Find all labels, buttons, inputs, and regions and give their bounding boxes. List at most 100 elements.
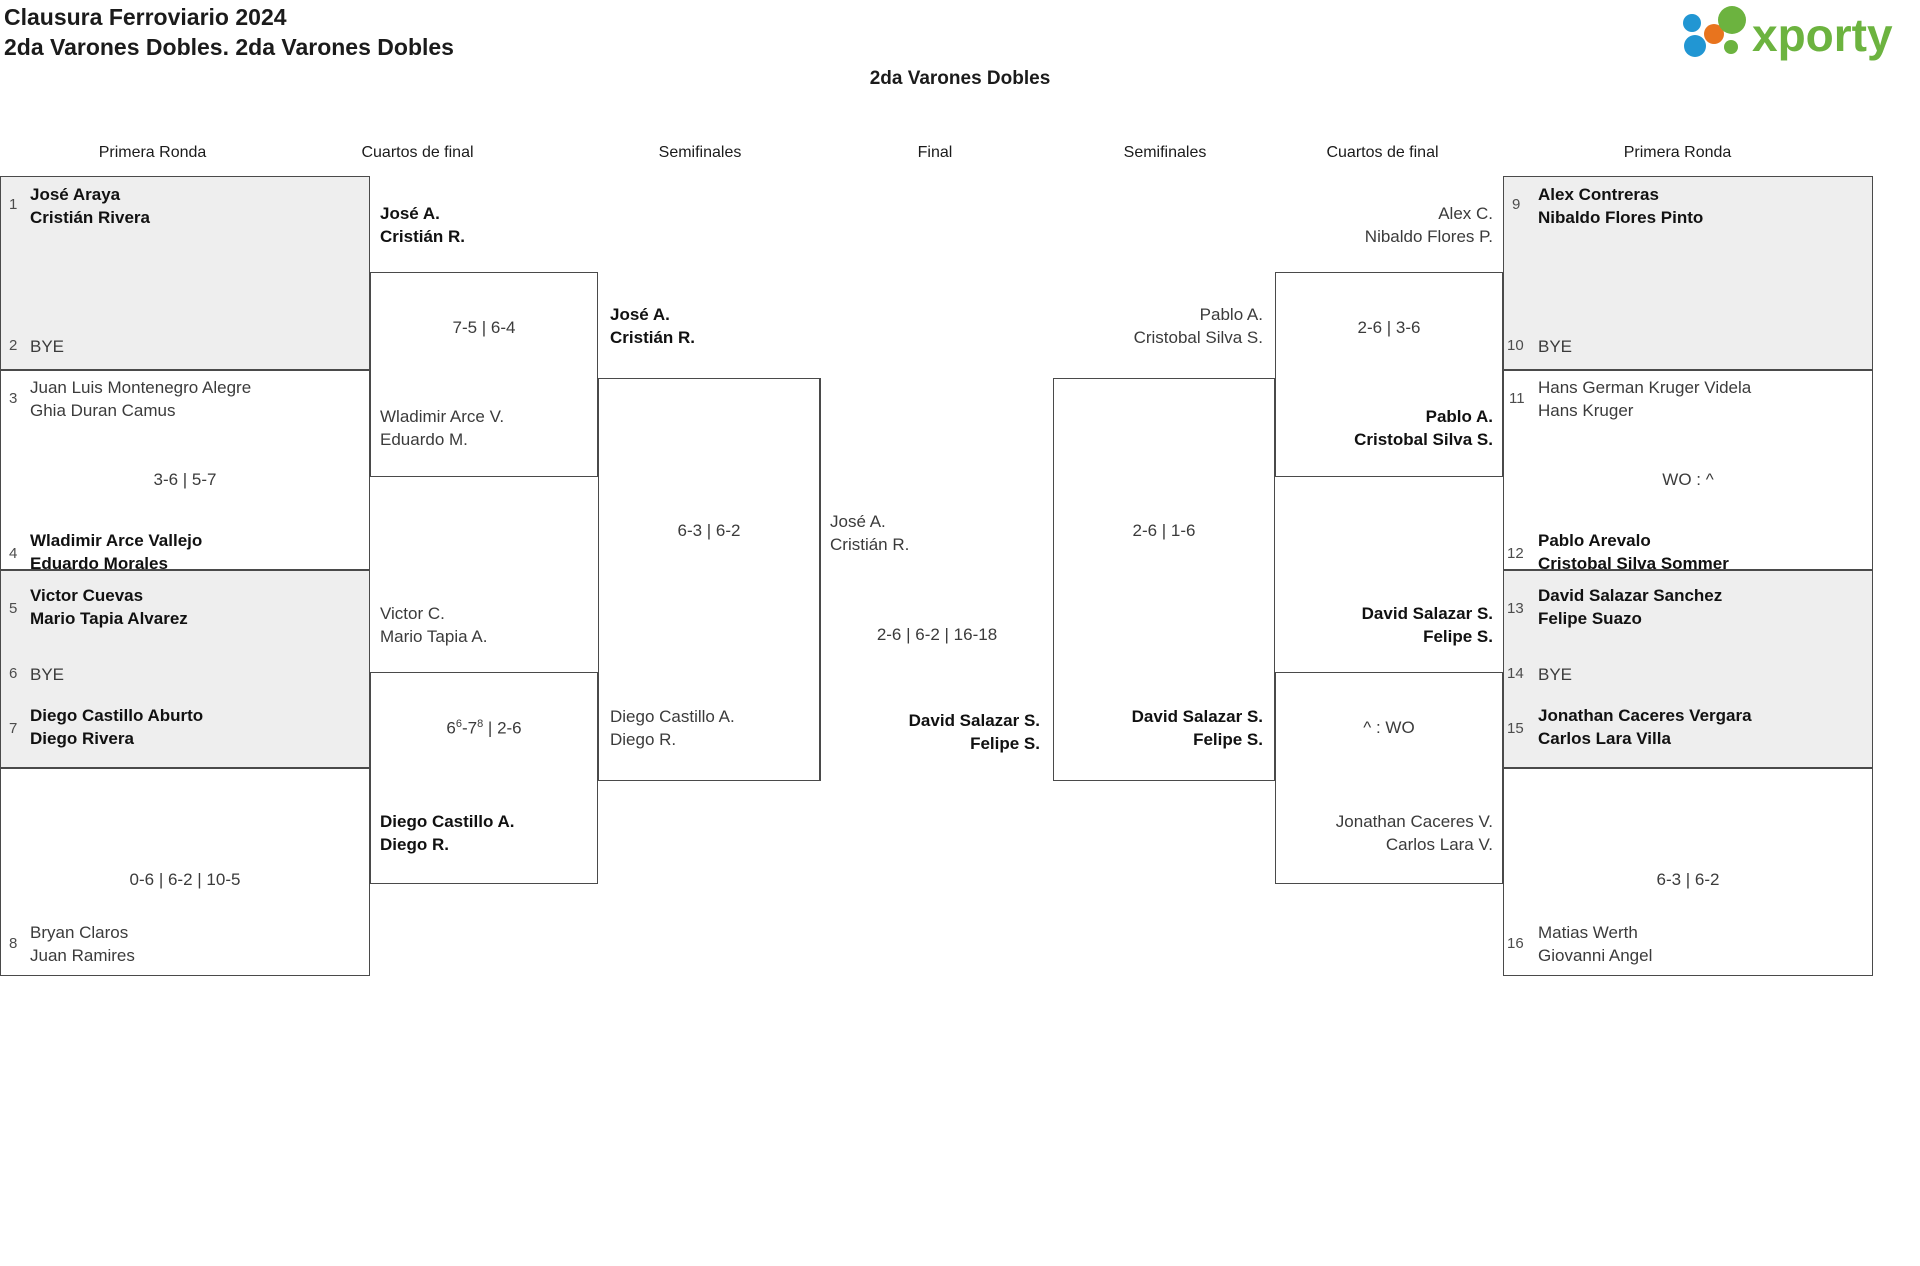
r1-left-3-p2: Ghia Duran Camus	[30, 401, 176, 420]
r1-right-9-p2: Nibaldo Flores Pinto	[1538, 208, 1704, 227]
seed-4: 4	[9, 545, 18, 562]
sf-left-top-p2: Cristián R.	[610, 328, 696, 347]
qf-left-2-bottom-p2: Diego R.	[380, 835, 449, 854]
r1-left-1-p2: Cristián Rivera	[30, 208, 150, 227]
r1-right-16-p1: Matias Werth	[1538, 923, 1638, 942]
seed-15: 15	[1507, 720, 1524, 737]
qf-left-2-score-mid: -7	[461, 718, 478, 738]
seed-1: 1	[9, 196, 18, 213]
r1-right-match-4[interactable]	[1503, 768, 1873, 976]
qf-right-match-2[interactable]	[1275, 672, 1503, 884]
final-right-p2: Felipe S.	[970, 734, 1040, 753]
r1-right-12-p1: Pablo Arevalo	[1538, 531, 1651, 550]
seed-12: 12	[1507, 545, 1524, 562]
r1-right-15-p2: Carlos Lara Villa	[1538, 729, 1671, 748]
tournament-header: Clausura Ferroviario 2024 2da Varones Do…	[4, 2, 454, 62]
qf-right-1-score: 2-6 | 3-6	[1357, 318, 1421, 337]
r1-right-12-p2: Cristobal Silva Sommer	[1538, 554, 1729, 573]
r1-left-4-p1: Wladimir Arce Vallejo	[30, 531, 203, 550]
r1-right-match-2[interactable]	[1503, 370, 1873, 570]
seed-16: 16	[1507, 935, 1524, 952]
r1-right-10-p1: BYE	[1538, 337, 1573, 356]
final-left-p1: José A.	[830, 512, 886, 531]
qf-left-1-top-p1: José A.	[380, 204, 440, 223]
r1-left-7-p1: Diego Castillo Aburto	[30, 706, 204, 725]
qf-right-2-bottom-p1: Jonathan Caceres V.	[1335, 812, 1493, 831]
final-left-connector	[820, 378, 821, 781]
seed-6: 6	[9, 665, 18, 682]
r1-left-score-7-8: 0-6 | 6-2 | 10-5	[129, 870, 241, 889]
seed-14: 14	[1507, 665, 1524, 682]
round-header-sf-left: Semifinales	[658, 144, 742, 161]
qf-left-2-top-p1: Victor C.	[380, 604, 445, 623]
qf-right-match-1[interactable]	[1275, 272, 1503, 477]
r1-right-11-p2: Hans Kruger	[1538, 401, 1634, 420]
qf-left-2-score-pre: 6	[446, 718, 456, 738]
qf-left-2-score: 66-78 | 2-6	[370, 718, 598, 739]
r1-left-4-p2: Eduardo Morales	[30, 554, 168, 573]
r1-right-9-p1: Alex Contreras	[1538, 185, 1659, 204]
tournament-title-line1: Clausura Ferroviario 2024	[4, 4, 287, 30]
r1-right-13-p1: David Salazar Sanchez	[1538, 586, 1723, 605]
sf-left-match[interactable]	[598, 378, 820, 781]
r1-right-11-p1: Hans German Kruger Videla	[1538, 378, 1752, 397]
sf-right-top-p1: Pablo A.	[1199, 305, 1263, 324]
r1-right-13-p2: Felipe Suazo	[1538, 609, 1642, 628]
round-header-r1-left: Primera Ronda	[98, 144, 207, 161]
final-right-p1: David Salazar S.	[908, 711, 1040, 730]
final-score: 2-6 | 6-2 | 16-18	[876, 625, 998, 644]
r1-right-match-1[interactable]	[1503, 176, 1873, 370]
r1-left-match-1[interactable]	[0, 176, 370, 370]
qf-right-2-score: ^ : WO	[1363, 718, 1415, 737]
sf-left-score: 6-3 | 6-2	[677, 521, 741, 540]
seed-8: 8	[9, 935, 18, 952]
qf-left-1-score: 7-5 | 6-4	[452, 318, 516, 337]
qf-right-2-top-p1: David Salazar S.	[1361, 604, 1493, 623]
tournament-title-line2: 2da Varones Dobles. 2da Varones Dobles	[4, 34, 454, 60]
qf-left-match-1[interactable]	[370, 272, 598, 477]
seed-7: 7	[9, 720, 18, 737]
qf-left-2-bottom-p1: Diego Castillo A.	[380, 812, 515, 831]
seed-9: 9	[1512, 196, 1521, 213]
sf-left-top-p1: José A.	[610, 305, 670, 324]
svg-text:xporty: xporty	[1752, 9, 1893, 61]
sf-right-match[interactable]	[1053, 378, 1275, 781]
sf-right-top-p2: Cristobal Silva S.	[1133, 328, 1263, 347]
qf-right-2-top-p2: Felipe S.	[1423, 627, 1493, 646]
xporty-logo-svg: xporty	[1683, 6, 1893, 61]
r1-left-7-p2: Diego Rivera	[30, 729, 134, 748]
xporty-logo[interactable]: xporty	[1678, 6, 1908, 62]
qf-right-2-bottom-p2: Carlos Lara V.	[1385, 835, 1493, 854]
round-header-sf-right: Semifinales	[1123, 144, 1207, 161]
r1-left-match-3[interactable]	[0, 570, 370, 768]
r1-left-match-4[interactable]	[0, 768, 370, 976]
sf-right-bottom-p2: Felipe S.	[1193, 730, 1263, 749]
seed-3: 3	[9, 390, 18, 407]
r1-left-5-p2: Mario Tapia Alvarez	[30, 609, 188, 628]
sf-left-bottom-p1: Diego Castillo A.	[610, 707, 735, 726]
qf-left-2-score-sup1: 6	[455, 718, 462, 730]
sf-left-bottom-p2: Diego R.	[610, 730, 677, 749]
qf-left-1-bottom-p2: Eduardo M.	[380, 430, 468, 449]
qf-left-match-2[interactable]	[370, 672, 598, 884]
qf-right-1-top-p2: Nibaldo Flores P.	[1364, 227, 1493, 246]
r1-left-match-2[interactable]	[0, 370, 370, 570]
r1-right-score-15-16: 6-3 | 6-2	[1656, 870, 1720, 889]
qf-right-1-top-p1: Alex C.	[1438, 204, 1493, 223]
category-title: 2da Varones Dobles	[869, 68, 1051, 89]
qf-left-1-bottom-p1: Wladimir Arce V.	[380, 407, 505, 426]
r1-left-8-p2: Juan Ramires	[30, 946, 135, 965]
qf-left-1-top-p2: Cristián R.	[380, 227, 466, 246]
seed-2: 2	[9, 337, 18, 354]
final-left-p2: Cristián R.	[830, 535, 910, 554]
round-header-qf-left: Cuartos de final	[361, 144, 474, 161]
r1-left-8-p1: Bryan Claros	[30, 923, 129, 942]
qf-right-1-bottom-p1: Pablo A.	[1425, 407, 1493, 426]
round-header-qf-right: Cuartos de final	[1326, 144, 1439, 161]
r1-right-15-p1: Jonathan Caceres Vergara	[1538, 706, 1752, 725]
r1-left-score-3-4: 3-6 | 5-7	[153, 470, 217, 489]
r1-left-3-p1: Juan Luis Montenegro Alegre	[30, 378, 252, 397]
r1-right-match-3[interactable]	[1503, 570, 1873, 768]
round-header-final: Final	[917, 144, 953, 161]
round-header-r1-right: Primera Ronda	[1623, 144, 1732, 161]
